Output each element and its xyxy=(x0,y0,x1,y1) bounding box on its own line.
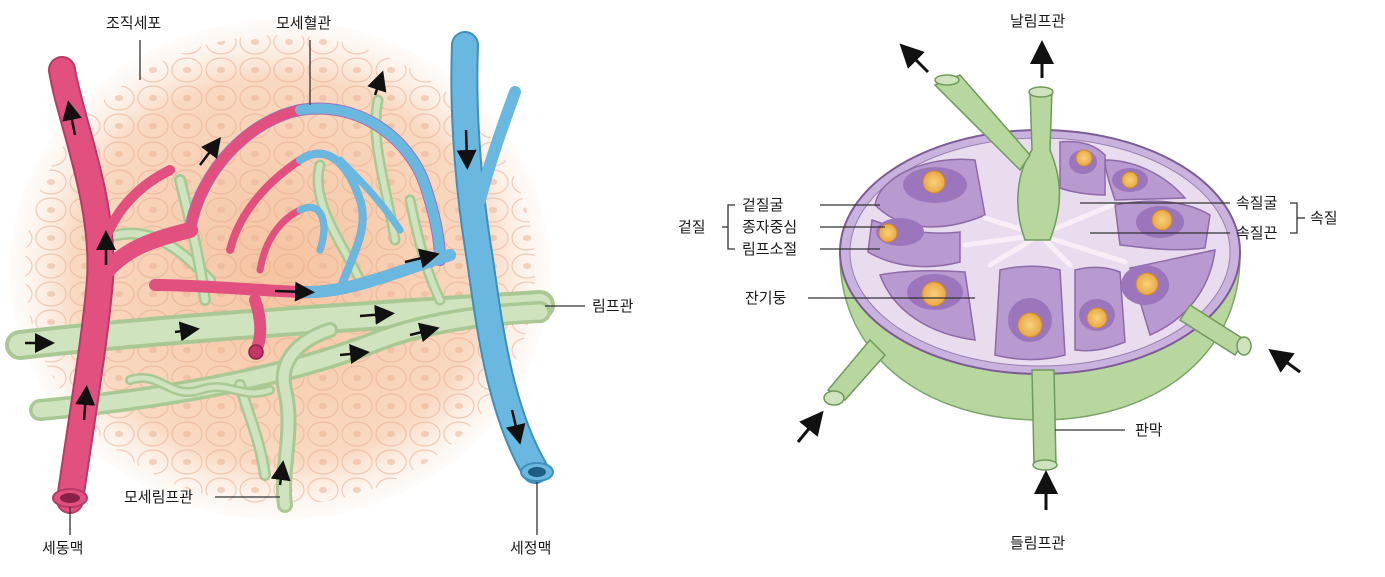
label-blood-capillary: 모세혈관 xyxy=(276,14,332,32)
germinal-centers xyxy=(878,149,1173,338)
label-lymph-nodule: 림프소절 xyxy=(742,240,798,258)
arteriole-opening xyxy=(52,488,88,508)
label-lymph-vessel: 림프관 xyxy=(592,297,634,315)
venule xyxy=(450,31,549,484)
label-medullary-cord: 속질끈 xyxy=(1236,224,1278,242)
label-efferent-vessel: 날림프관 xyxy=(1010,12,1066,30)
left-diagram xyxy=(5,20,585,535)
label-cortex: 겉질 xyxy=(678,218,706,236)
capillary-cut-end xyxy=(248,344,264,360)
right-flow-arrows xyxy=(796,40,1301,510)
right-diagram xyxy=(722,40,1305,510)
label-lymph-capillary: 모세림프관 xyxy=(124,488,194,506)
label-arteriole: 세동맥 xyxy=(42,539,84,557)
label-capsule: 판막 xyxy=(1135,421,1163,439)
blood-capillary xyxy=(149,102,456,358)
label-afferent-vessel: 들림프관 xyxy=(1010,534,1066,552)
arteriole xyxy=(48,56,198,514)
venule-opening xyxy=(520,462,554,482)
label-tissue-cells: 조직세포 xyxy=(106,14,162,32)
label-trabecula: 잔기둥 xyxy=(745,289,787,307)
label-venule: 세정맥 xyxy=(510,539,552,557)
label-cortical-sinus: 겉질굴 xyxy=(742,196,784,214)
efferent-vessel xyxy=(933,74,1061,241)
left-leader-lines xyxy=(69,40,585,535)
afferent-vessels xyxy=(823,303,1252,471)
right-leader-lines xyxy=(722,202,1305,431)
flow-arrows xyxy=(25,70,526,486)
label-germinal-center: 종자중심 xyxy=(742,218,798,236)
label-medulla: 속질 xyxy=(1310,209,1338,227)
label-medullary-sinus: 속질굴 xyxy=(1236,194,1278,212)
